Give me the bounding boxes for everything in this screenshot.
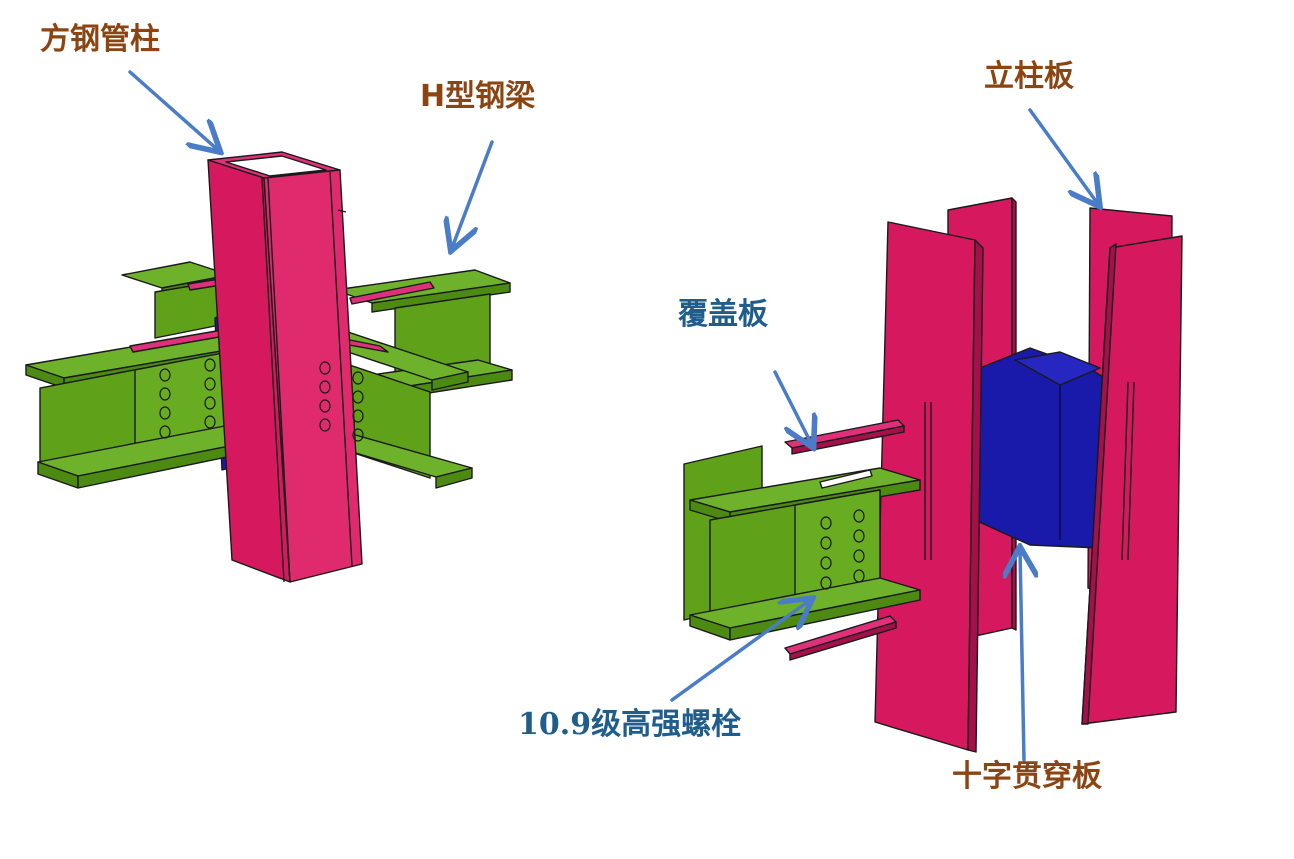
label-column-plate: 立柱板 [984,59,1074,94]
left-assembly [25,151,513,583]
arrow-cross-plate [1020,550,1024,762]
arrow-cover-plate [773,370,812,445]
label-h-beam: H型钢梁 [420,79,536,114]
label-cover-plate: 覆盖板 [678,297,768,332]
arrow-bolts [670,600,810,702]
callout-arrows [128,70,1098,762]
arrow-h-beam [452,140,494,248]
bolt-group-right [820,509,865,590]
label-cross-plate: 十字贯穿板 [952,759,1102,794]
h-beam-front-left [25,329,271,489]
right-assembly [683,197,1183,753]
column-plate-front-right [1081,235,1183,725]
label-square-tube-column: 方钢管柱 [40,22,160,57]
arrow-square-tube-column [128,70,218,150]
square-tube-column [207,151,363,583]
arrow-column-plate [1028,108,1098,204]
label-bolts: 10.9级高强螺栓 [518,707,742,742]
bolt-group-left [159,358,364,442]
cover-plate-bottom [784,615,897,661]
h-beam-back-left [121,261,231,339]
column-plate-front-left [874,221,984,753]
